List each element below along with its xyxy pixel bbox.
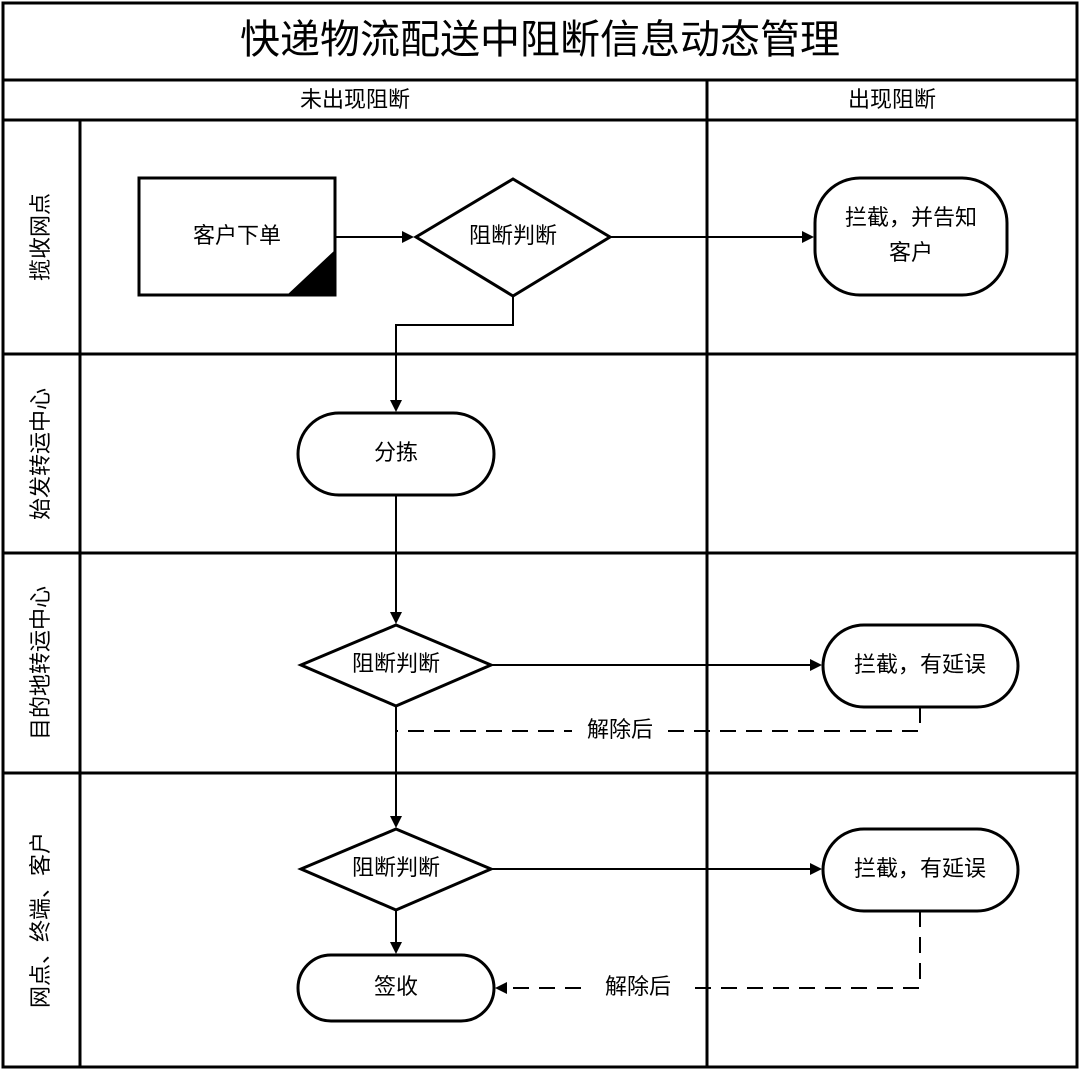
node-check1-label: 阻断判断 — [469, 224, 557, 249]
node-intercept3-label: 拦截，有延误 — [854, 857, 986, 882]
node-order-label: 客户下单 — [193, 224, 281, 249]
edge-label-bg — [590, 973, 686, 1003]
node-signoff-label: 签收 — [374, 975, 418, 1000]
node-check1: 阻断判断 — [413, 177, 613, 298]
lane-label-destination: 目的地转运中心 — [29, 586, 54, 740]
edge-label-release1: 解除后 — [587, 718, 653, 743]
node-intercept1-label-line2: 客户 — [889, 241, 933, 266]
node-intercept3: 拦截，有延误 — [821, 827, 1020, 913]
folded-corner-icon — [287, 250, 335, 295]
edge-label-release2: 解除后 — [605, 975, 671, 1000]
node-check3: 阻断判断 — [297, 827, 495, 912]
node-check2-label: 阻断判断 — [352, 652, 440, 677]
page-title: 快递物流配送中阻断信息动态管理 — [240, 17, 840, 63]
edges — [336, 231, 921, 994]
edge-check1-to-sorting — [390, 296, 514, 412]
column-header-normal: 未出现阻断 — [300, 88, 410, 113]
node-check2: 阻断判断 — [297, 623, 495, 708]
edge-label-bg — [572, 716, 668, 746]
node-intercept1-label-line1: 拦截，并告知 — [845, 206, 977, 231]
node-order: 客户下单 — [137, 176, 337, 297]
column-header-blocked: 出现阻断 — [848, 88, 936, 113]
node-intercept2: 拦截，有延误 — [821, 623, 1020, 709]
node-sorting-label: 分拣 — [374, 441, 418, 466]
node-check3-label: 阻断判断 — [352, 856, 440, 881]
edge-release1 — [396, 707, 921, 732]
lane-label-terminal: 网点、终端、客户 — [29, 832, 54, 1008]
node-signoff: 签收 — [296, 953, 496, 1023]
lane-label-pickup: 揽收网点 — [29, 193, 54, 281]
node-intercept2-label: 拦截，有延误 — [854, 653, 986, 678]
lane-label-origin: 始发转运中心 — [29, 388, 54, 520]
node-sorting: 分拣 — [296, 411, 496, 497]
node-intercept1: 拦截，并告知 客户 — [813, 176, 1009, 297]
